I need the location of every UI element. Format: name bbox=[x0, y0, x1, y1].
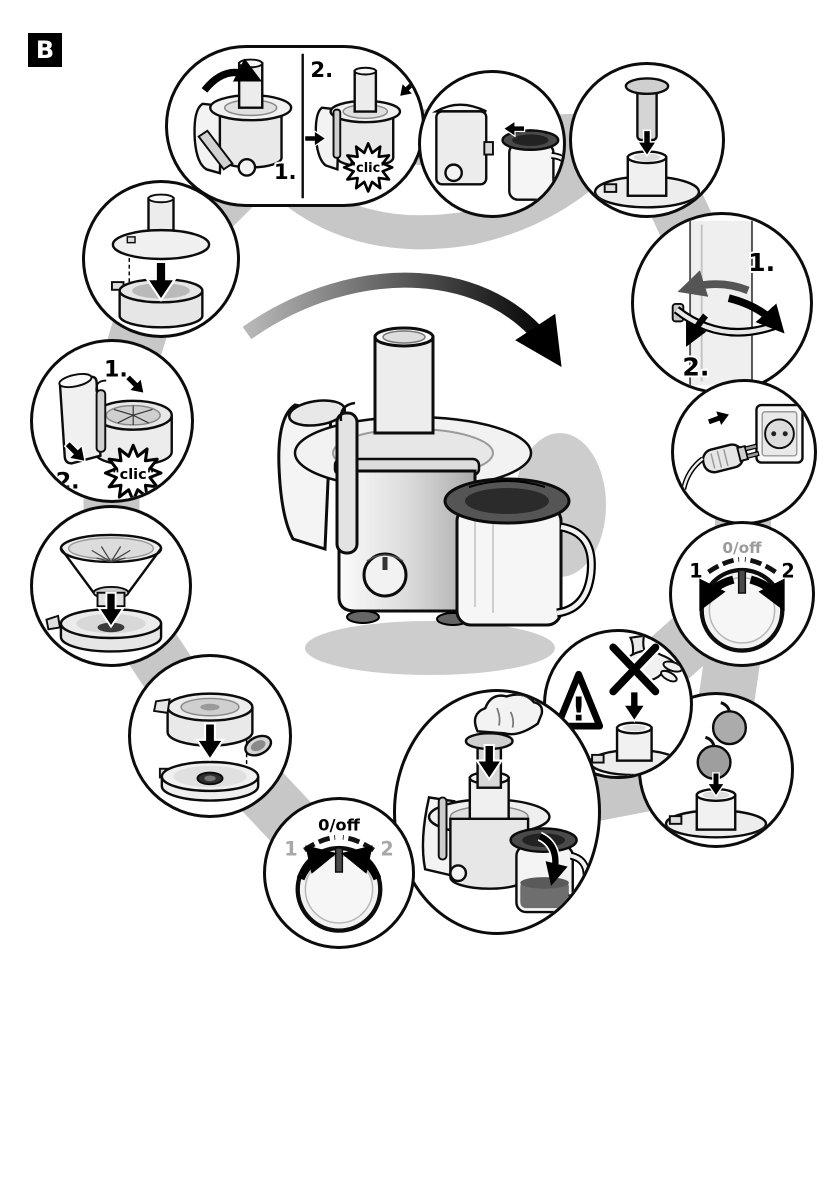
figure-lock-latch: 1. 2. "clic" bbox=[30, 339, 194, 503]
rotate-arrow-icon bbox=[201, 58, 262, 93]
plug-arrow-icon bbox=[704, 405, 734, 431]
turn-right-arrow-icon bbox=[749, 575, 785, 612]
juice-jug bbox=[443, 477, 596, 627]
unwind-arrow-right-icon bbox=[727, 294, 785, 334]
section-label: B bbox=[35, 36, 55, 64]
juicer-body bbox=[277, 326, 533, 626]
juice-flow-arrow-icon bbox=[538, 833, 568, 886]
latch-bail bbox=[95, 389, 107, 453]
panel-step1-juicer: 1. bbox=[193, 58, 299, 186]
outlet-icon bbox=[755, 403, 804, 464]
panel-step2-juicer: 2. "clic" bbox=[304, 55, 421, 193]
filter-basket-icon bbox=[59, 533, 163, 608]
warning-exclamation: ! bbox=[571, 690, 586, 728]
pusher-icon bbox=[624, 77, 670, 142]
assembled-juicer-figure bbox=[242, 272, 596, 627]
dial-stop-off-label: 0/off bbox=[318, 816, 361, 835]
figure-plug-in bbox=[671, 379, 817, 525]
warning-triangle-icon: ! bbox=[554, 670, 604, 730]
figure-dial-stop: 0/off 1 2 bbox=[263, 797, 415, 949]
dial-stop-speed1-label: 1 bbox=[284, 838, 297, 861]
dial-start-speed2-label: 2 bbox=[781, 560, 794, 583]
latch-click-label: "clic" bbox=[112, 467, 154, 483]
juice-bowl-icon bbox=[152, 692, 273, 757]
figure-place-lid bbox=[82, 180, 240, 338]
motor-base-icon bbox=[158, 760, 260, 802]
power-dial-knob bbox=[362, 552, 408, 598]
section-badge: B bbox=[28, 33, 62, 67]
power-plug-icon bbox=[701, 443, 760, 474]
turn-left-arrow-icon bbox=[699, 575, 735, 612]
prohibited-x-icon bbox=[609, 643, 660, 696]
cord-step1-label: 1. bbox=[748, 248, 775, 277]
panel-step2-label: 2. bbox=[310, 57, 333, 82]
dial-stop-speed2-label: 2 bbox=[380, 838, 393, 861]
down-arrow-icon bbox=[622, 690, 646, 722]
figure-feed-apples bbox=[638, 692, 794, 848]
dial-start-off-label: 0/off bbox=[722, 539, 762, 557]
figure-insert-pusher bbox=[569, 62, 725, 218]
panel-click-label: "clic" bbox=[349, 161, 387, 176]
panel-step1-label: 1. bbox=[274, 159, 297, 184]
apple-icon bbox=[711, 701, 748, 746]
figure-place-bowl bbox=[128, 654, 292, 818]
figure-attach-jug bbox=[418, 70, 566, 218]
latch-bail bbox=[335, 411, 359, 555]
figure-lock-lid-panel: 1. 2. "clic" bbox=[165, 45, 425, 207]
sweep-arrow-icon bbox=[242, 272, 562, 368]
turn-back-left-arrow-icon bbox=[296, 845, 338, 881]
figure-insert-filter bbox=[30, 505, 192, 667]
latch-step1-label: 1. bbox=[104, 357, 128, 383]
cord-step2-label: 2. bbox=[682, 353, 709, 382]
unhook-arrow-icon bbox=[686, 313, 708, 347]
hand-icon bbox=[473, 693, 544, 736]
lid-icon bbox=[111, 228, 211, 261]
figure-operate-juicer bbox=[393, 689, 601, 935]
dial-start-speed1-label: 1 bbox=[689, 560, 702, 583]
unwind-arrow-left-icon bbox=[677, 270, 750, 297]
turn-back-right-arrow-icon bbox=[340, 845, 382, 881]
figure-unwind-cord: 1. 2. bbox=[631, 212, 813, 394]
figure-dial-start: 0/off 1 2 bbox=[669, 521, 815, 667]
